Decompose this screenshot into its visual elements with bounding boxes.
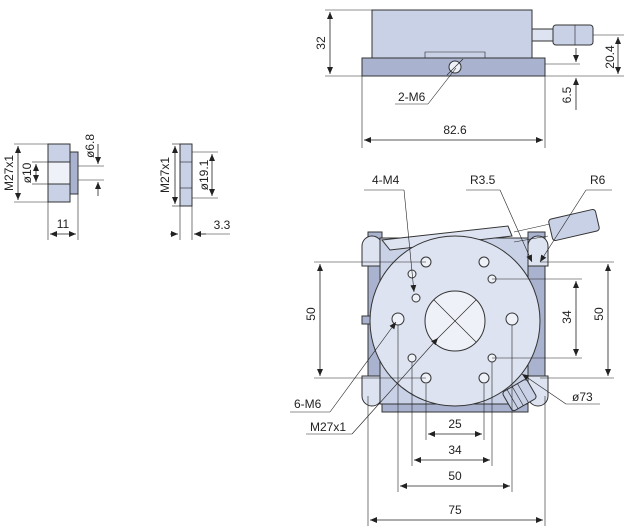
adapter-2-thickness-label: 3.3 [214, 218, 231, 232]
adapter-1-bore-label: ø10 [20, 162, 34, 183]
adapter-2-body [179, 143, 193, 207]
knob-height-label: 20.4 [603, 45, 617, 69]
dim-25-label: 25 [448, 417, 462, 431]
diameter-label: ø73 [572, 390, 593, 404]
base-height-label: 6.5 [560, 86, 574, 103]
adapter-1: M27x1 ø10 ø6.8 11 [2, 134, 104, 240]
knob-shaft [531, 28, 555, 42]
radius1-label: R3.5 [470, 173, 496, 187]
holes-m4-label: 4-M4 [372, 173, 400, 187]
knob [552, 24, 594, 46]
adapter-2: M27x1 ø19.1 3.3 [158, 143, 231, 240]
lock-knob [502, 379, 537, 412]
dim-50-label: 50 [448, 469, 462, 483]
adapter-2-thread-label: M27x1 [158, 157, 172, 193]
adapter-1-hole-label: ø6.8 [83, 134, 97, 158]
adapter-2-bore-label: ø19.1 [197, 159, 211, 190]
radius2-label: R6 [590, 173, 606, 187]
left-height-label: 50 [304, 307, 318, 321]
top-knob [548, 208, 600, 242]
side-hole-label: 2-M6 [398, 90, 426, 104]
adapter-1-bore [47, 161, 71, 185]
dim-75-label: 75 [448, 503, 462, 517]
side-height-label: 32 [314, 36, 328, 50]
stage-body [371, 9, 533, 59]
adapter-1-length-label: 11 [57, 217, 70, 231]
top-view: 4-M4 R3.5 R6 50 34 50 6-M6 M27x1 [290, 173, 614, 526]
side-view: 32 82.6 2-M6 20.4 6.5 [314, 9, 624, 148]
holes-m6-label: 6-M6 [294, 397, 322, 411]
dim-34-label: 34 [448, 443, 462, 457]
inner-height-label: 34 [560, 310, 574, 324]
side-width-label: 82.6 [443, 123, 467, 137]
top-thread-label: M27x1 [310, 420, 346, 434]
adapter-1-thread-label: M27x1 [2, 155, 16, 191]
right-height-label: 50 [592, 307, 606, 321]
